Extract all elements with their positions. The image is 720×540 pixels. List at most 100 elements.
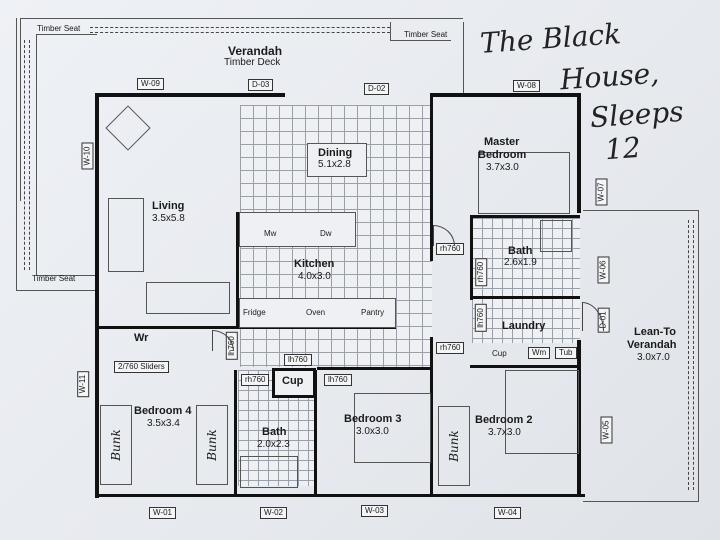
wall-laundry-bottom: [470, 365, 580, 368]
bedroom4-name: Bedroom 4: [134, 405, 192, 417]
seat-left-inner: [36, 34, 97, 276]
bath-tub: [240, 456, 298, 488]
title-line-3: Sleeps: [588, 94, 685, 135]
washing-machine-label: Wm: [528, 347, 551, 359]
pantry-label: Pantry: [361, 308, 385, 317]
ensuite-dim: 2.6x1.9: [504, 257, 537, 268]
door-tag-ensuite: rh760: [475, 257, 488, 287]
seat-dashes-left: [24, 40, 30, 270]
verandah-outline-right: [463, 22, 464, 94]
bedroom2-dim: 3.7x3.0: [488, 427, 521, 438]
door-tag-bath-main: rh760: [241, 374, 270, 386]
lean-to-name-1: Lean-To: [634, 326, 676, 338]
wall-kitchen-left: [236, 212, 239, 329]
verandah-outline-top: [20, 18, 463, 19]
master-dim: 3.7x3.0: [486, 162, 519, 173]
oven-label: Oven: [306, 308, 326, 317]
ensuite-name: Bath: [508, 245, 533, 257]
bedroom3-name: Bedroom 3: [344, 413, 402, 425]
lean-to-dashes: [688, 220, 694, 490]
lean-to-dim: 3.0x7.0: [637, 352, 670, 363]
window-tag-w09: W-09: [137, 78, 164, 90]
wall-left: [95, 93, 99, 498]
bunk-label: Bunk: [447, 430, 462, 462]
window-tag-w03: W-03: [361, 505, 388, 517]
bunk-bed-4a: Bunk: [100, 405, 132, 485]
fridge-label: Fridge: [243, 308, 266, 317]
living-name: Living: [152, 200, 185, 212]
wall-bed2-left: [430, 337, 433, 497]
dining-dim: 5.1x2.8: [318, 159, 351, 170]
door-tag-laundry-hall: rh760: [436, 342, 465, 354]
dining-name: Dining: [318, 147, 353, 159]
sliders-tag: 2/760 Sliders: [114, 361, 169, 373]
door-tag-d02: D-02: [364, 83, 390, 95]
lean-to-outline: [583, 210, 699, 502]
wall-ensuite-left: [470, 215, 473, 300]
bed2-double: [505, 370, 579, 454]
door-tag-d03: D-03: [248, 79, 274, 91]
verandah-outline-left: [20, 18, 21, 201]
shower: [540, 220, 572, 252]
seat-right-inner: [390, 22, 451, 41]
kitchen-dim: 4.0x3.0: [298, 271, 331, 282]
window-tag-w10: W-10: [81, 142, 94, 170]
tub-label: Tub: [555, 347, 577, 359]
laundry-tiles: [472, 298, 580, 343]
kitchen-name: Kitchen: [294, 258, 335, 270]
dishwasher-label: Dw: [320, 229, 332, 238]
window-tag-w08: W-08: [513, 80, 540, 92]
master-bed: [478, 152, 570, 214]
bunk-bed-2: Bunk: [438, 406, 470, 486]
cup-laundry-label: Cup: [492, 349, 507, 358]
window-tag-w05: W-05: [600, 416, 613, 444]
bed3-double: [354, 393, 431, 463]
window-tag-w07: W-07: [595, 178, 608, 206]
window-tag-w11: W-11: [77, 370, 90, 398]
verandah-title: Verandah: [228, 44, 283, 58]
bedroom3-dim: 3.0x3.0: [356, 426, 389, 437]
wardrobe-label: Wr: [134, 332, 149, 344]
ensuite-tiles: [472, 218, 580, 298]
wall-master-bottom: [470, 215, 580, 218]
window-tag-w02: W-02: [260, 507, 287, 519]
door-tag-cup: lh760: [284, 354, 312, 366]
bedroom2-name: Bedroom 2: [475, 414, 533, 426]
timber-seat-label-top-right: Timber Seat: [404, 30, 448, 39]
bunk-label: Bunk: [205, 429, 220, 461]
master-name-2: Bedroom: [478, 149, 527, 161]
wall-master-left: [430, 93, 433, 261]
microwave-label: Mw: [264, 229, 277, 238]
door-tag-laundry: lh760: [474, 304, 487, 332]
kitchen-island: [239, 212, 356, 247]
bedroom4-dim: 3.5x3.4: [147, 418, 180, 429]
window-tag-w04: W-04: [494, 507, 521, 519]
kitchen-bench: [239, 298, 396, 328]
cup-main-label: Cup: [282, 375, 304, 387]
wall-bath-right: [314, 370, 317, 497]
wall-wr-top: [97, 326, 237, 329]
verandah-subtitle: Timber Deck: [224, 57, 281, 68]
bunk-bed-4b: Bunk: [196, 405, 228, 485]
wall-top-left: [95, 93, 285, 97]
living-dim: 3.5x5.8: [152, 213, 185, 224]
title-line-2: House,: [558, 56, 661, 97]
window-tag-w01: W-01: [149, 507, 176, 519]
sofa-side: [108, 198, 144, 272]
wall-bed3-top: [317, 367, 432, 370]
window-tag-w06: W-06: [597, 256, 610, 284]
title-line-4: 12: [603, 130, 642, 167]
sofa-bottom: [146, 282, 230, 314]
wall-right-lower: [577, 340, 581, 497]
bunk-label: Bunk: [109, 429, 124, 461]
dining-table: [307, 143, 367, 177]
wall-bottom: [95, 494, 585, 497]
master-name-1: Master: [484, 136, 520, 148]
timber-seat-label-bottom-left: Timber Seat: [32, 274, 76, 283]
seat-left-box: [16, 18, 97, 291]
bath-main-dim: 2.0x2.3: [257, 439, 290, 450]
timber-seat-label-top-left: Timber Seat: [37, 24, 81, 33]
seat-dashes-top: [90, 27, 390, 33]
cup-box: [272, 368, 316, 398]
wall-bath-laundry: [470, 296, 580, 299]
